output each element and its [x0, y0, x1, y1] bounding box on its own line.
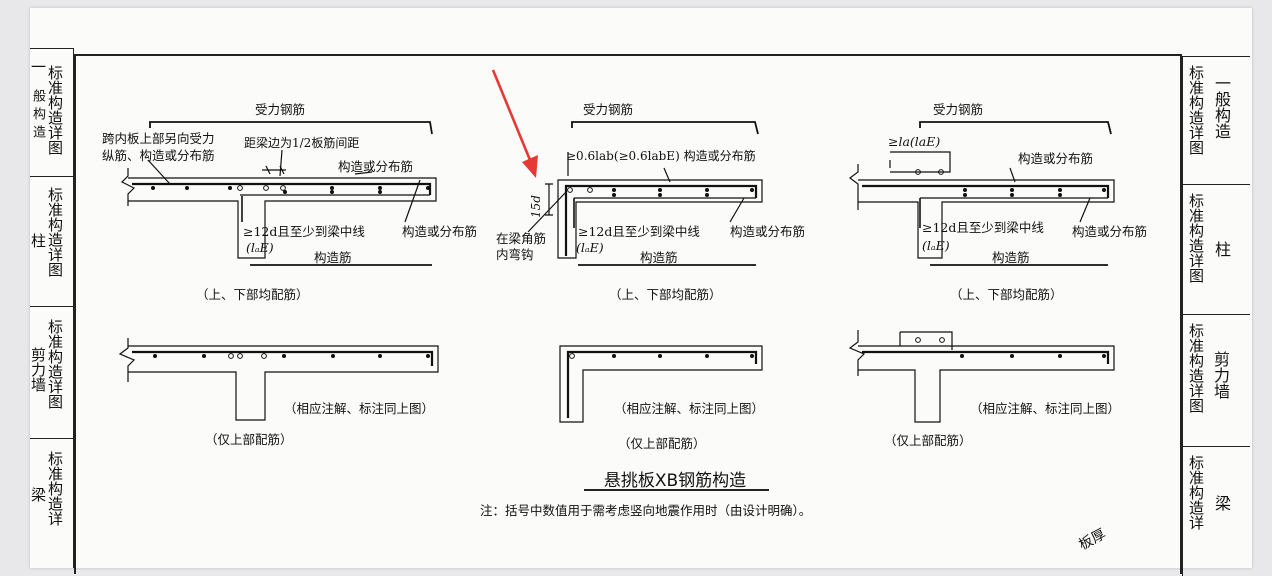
- tm-anchor-top: ≥0.6lab(≥0.6labE) 构造或分布筋: [566, 148, 756, 163]
- bm-note: （相应注解、标注同上图）: [614, 401, 764, 416]
- tr-main-bar: 受力钢筋: [933, 102, 983, 117]
- left-tab-label: 标准构造详图: [46, 319, 64, 409]
- left-tab-fragment: 一: [29, 59, 47, 74]
- left-tab-general: 一 般 构 造 标准构造详图: [29, 48, 74, 176]
- tl-struct-bar: 构造筋: [314, 250, 352, 265]
- red-annotation-arrow: [491, 69, 538, 178]
- tm-hook-len: 15d: [529, 195, 543, 218]
- tr-struct-dist-top: 构造或分布筋: [1018, 151, 1093, 166]
- tm-struct-bar: 构造筋: [640, 250, 678, 265]
- left-tab-label: 标准构造详图: [46, 65, 64, 155]
- diagram-top-right: [849, 121, 1115, 266]
- tm-caption: （上、下部均配筋）: [609, 287, 722, 302]
- left-tab-fragment: 造: [30, 125, 45, 138]
- drawing-note: 注：括号中数值用于需考虑竖向地震作用时（由设计明确）。: [480, 503, 812, 518]
- right-tab-label: 标准构造详图: [1187, 323, 1205, 413]
- right-tab-side: 柱: [1212, 241, 1231, 257]
- tr-struct-bar: 构造筋: [992, 250, 1030, 265]
- drawing-title: 悬挑板XB钢筋构造: [603, 471, 747, 491]
- title-underline: [584, 489, 769, 491]
- tm-corner-note-2: 内弯钩: [496, 247, 534, 262]
- right-tab-shear-wall: 标准构造详图 剪力墙: [1182, 314, 1250, 446]
- diagram-top-mid: [527, 121, 763, 266]
- right-tab-general: 标准构造详图 一般构造: [1182, 56, 1250, 184]
- left-tab-shear-wall: 剪力墙 标准构造详图: [29, 306, 74, 438]
- corner-text: 板厚: [1076, 526, 1108, 553]
- right-tab-label: 标准构造详图: [1187, 193, 1205, 283]
- left-tab-fragment: 构: [30, 107, 45, 120]
- left-tab-label: 标准构造详: [46, 451, 64, 526]
- right-tab-label: 标准构造详图: [1187, 65, 1205, 155]
- right-tab-label: 标准构造详: [1187, 455, 1205, 530]
- right-tab-column-detail: 标准构造详图 柱: [1182, 184, 1250, 314]
- tl-struct-dist-right: 构造或分布筋: [402, 224, 477, 239]
- right-tab-side: 一般构造: [1212, 75, 1231, 139]
- right-tab-side: 梁: [1212, 495, 1231, 511]
- tr-struct-dist-right: 构造或分布筋: [1072, 224, 1147, 239]
- bl-caption: （仅上部配筋）: [205, 432, 293, 447]
- left-tab-fragment: 剪力墙: [29, 347, 47, 392]
- tm-anchor: ≥12d且至少到梁中线: [578, 224, 700, 239]
- tr-anchor-le: (lₐE): [922, 238, 950, 253]
- left-tab-fragment: 般: [30, 89, 45, 102]
- br-caption: （仅上部配筋）: [884, 433, 972, 448]
- drawing-frame: [74, 54, 1182, 574]
- br-note: （相应注解、标注同上图）: [970, 401, 1120, 416]
- tl-anchor-le: (lₐE): [246, 240, 274, 255]
- left-tab-label: 标准构造详图: [46, 187, 64, 277]
- left-tab-fragment: 梁: [29, 487, 47, 502]
- tl-struct-dist-top: 构造或分布筋: [338, 159, 413, 174]
- diagram-bottom-mid: [559, 345, 763, 423]
- left-tab-fragment: 柱: [29, 233, 47, 248]
- tm-corner-note-1: 在梁角筋: [496, 231, 546, 246]
- tl-caption: （上、下部均配筋）: [196, 287, 309, 302]
- right-tab-beam: 标准构造详 梁: [1182, 446, 1250, 576]
- tr-caption: （上、下部均配筋）: [950, 287, 1063, 302]
- rebar-detail-drawing: 受力钢筋 跨内板上部另向受力 纵筋、构造或分布筋 距梁边为1/2板筋间距 构造或…: [102, 69, 1147, 554]
- tl-edge-dist: 距梁边为1/2板筋间距: [244, 135, 359, 150]
- tl-anchor: ≥12d且至少到梁中线: [243, 224, 365, 239]
- right-tab-side: 剪力墙: [1211, 351, 1230, 399]
- tl-main-bar: 受力钢筋: [255, 102, 305, 117]
- tr-anchor-top: ≥la(laE): [888, 134, 940, 149]
- tm-main-bar: 受力钢筋: [583, 102, 633, 117]
- bm-caption: （仅上部配筋）: [618, 436, 706, 451]
- left-tab-beam: 梁 标准构造详: [29, 438, 74, 568]
- diagram-bottom-left: [118, 338, 439, 421]
- tl-span-note-2: 纵筋、构造或分布筋: [102, 148, 215, 163]
- drawing-sheet: [30, 8, 1252, 568]
- bl-note: （相应注解、标注同上图）: [284, 401, 434, 416]
- diagram-top-left: [120, 121, 437, 266]
- tm-anchor-le: (lₐE): [576, 240, 604, 255]
- top-left-dots: [151, 186, 430, 194]
- left-tab-column-detail: 柱 标准构造详图: [29, 176, 74, 306]
- tr-anchor: ≥12d且至少到梁中线: [922, 220, 1044, 235]
- tm-struct-dist-right: 构造或分布筋: [730, 224, 805, 239]
- tl-span-note-1: 跨内板上部另向受力: [102, 131, 215, 146]
- diagram-bottom-right: [848, 330, 1115, 423]
